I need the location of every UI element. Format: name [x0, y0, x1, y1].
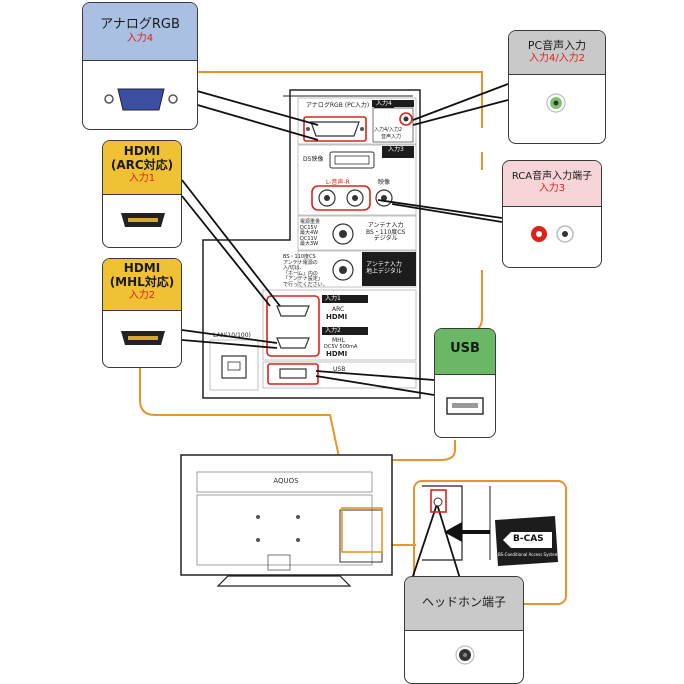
input2-tag: 入力2: [325, 327, 341, 334]
line-usb-2: [315, 375, 435, 396]
antenna-bs-label3: デジタル: [373, 235, 398, 243]
power-label: 電源重畳 DC15V 最大4W DC11V 最大3W: [300, 219, 321, 247]
hdmi-highlight: [266, 295, 320, 357]
tv-brand-label: AQUOS: [273, 477, 299, 485]
line-usb: [315, 370, 435, 381]
card-rca-audio: RCA音声入力端子 入力3: [502, 160, 602, 268]
lan-label: LAN(10/100): [213, 332, 251, 339]
usb-port-icon: [279, 368, 307, 379]
card-hdmi-mhl: HDMI (MHL対応) 入力2: [102, 258, 182, 368]
video-label: 映像: [378, 179, 391, 186]
antenna-bs-label: アンテナ入力 BS・110度CS デジタル: [366, 222, 406, 243]
card-analog-rgb: アナログRGB 入力4: [82, 2, 198, 130]
hdmi1-port-icon: [276, 305, 310, 317]
tv-stand: [216, 575, 352, 587]
card-pc-audio-sub: 入力4/入力2: [528, 52, 586, 64]
headphone-zoom-detail: [422, 485, 558, 566]
line-hdmi-mhl-2: [181, 339, 278, 349]
hdmi2-logo: HDMI: [326, 350, 348, 358]
antenna-bs-label2: BS・110度CS: [366, 228, 406, 236]
antenna-terr-label: アンテナ入力 地上デジタル: [366, 261, 402, 275]
usb-highlight: [267, 363, 319, 385]
line-rca: [377, 199, 503, 219]
line-headphone: [409, 503, 438, 586]
card-hdmi-arc: HDMI (ARC対応) 入力1: [102, 140, 182, 248]
antenna-terr-label1: アンテナ入力: [366, 261, 402, 268]
card-usb-title: USB: [450, 341, 480, 356]
mhl-label2: DC5V 500mA: [324, 344, 358, 350]
mini-jack-icon: [546, 93, 566, 113]
input1-tag: 入力1: [325, 295, 341, 302]
antenna-bs-label1: アンテナ入力: [367, 222, 404, 229]
input3-tag: 入力3: [386, 146, 406, 154]
line-headphone-2: [436, 503, 463, 586]
card-usb-header: USB: [435, 329, 495, 375]
bcas-caption: BS-Conditional Access Systems: [498, 552, 561, 557]
card-analog-rgb-title: アナログRGB: [100, 17, 180, 32]
orange-line-left-lower: [139, 365, 351, 509]
card-hdmi-arc-header: HDMI (ARC対応) 入力1: [103, 141, 181, 195]
headphone-jack-icon: [455, 645, 475, 665]
card-rca-audio-title: RCA音声入力端子: [511, 171, 593, 182]
line-hdmi-arc: [181, 179, 281, 307]
mhl-label1: MHL: [332, 337, 346, 344]
arc-label: ARC: [332, 306, 345, 313]
card-rca-audio-header: RCA音声入力端子 入力3: [503, 161, 601, 207]
bcas-label: B-CAS: [513, 534, 544, 544]
rca-label: L-音声-R: [326, 179, 350, 186]
rgb-highlight: [303, 116, 367, 142]
antenna-terr-label2: 地上デジタル: [366, 267, 402, 275]
card-hdmi-arc-title2: (ARC対応): [110, 157, 174, 172]
rca-jacks-icon: [531, 225, 574, 243]
rca-highlight: [311, 185, 371, 211]
card-pc-audio-header: PC音声入力 入力4/入力2: [509, 31, 605, 75]
usb-panel-label: USB: [333, 366, 346, 373]
vga-connector-icon: [104, 88, 178, 111]
line-pc-audio: [412, 83, 509, 121]
orange-line-right-lower: [357, 440, 456, 509]
hdmi2-port-icon: [276, 337, 310, 349]
card-analog-rgb-header: アナログRGB 入力4: [83, 3, 197, 61]
card-pc-audio-title: PC音声入力: [527, 39, 587, 52]
line-hdmi-mhl: [181, 329, 278, 344]
pc-audio-label1: 入力4/入力2: [374, 127, 403, 133]
card-headphone-title: ヘッドホン端子: [421, 595, 506, 609]
hdmi1-logo: HDMI: [326, 313, 348, 321]
card-rca-audio-sub: 入力3: [538, 182, 566, 194]
rgb-port-icon: [310, 121, 360, 137]
orange-line-right-mid: [469, 270, 483, 334]
card-hdmi-arc-sub: 入力1: [128, 172, 156, 184]
lan-port-icon: [221, 355, 247, 379]
card-pc-audio: PC音声入力 入力4/入力2: [508, 30, 606, 144]
rgb-label: アナログRGB (PC入力): [306, 102, 370, 109]
input4-tag: 入力4: [374, 100, 394, 108]
card-headphone: ヘッドホン端子: [404, 576, 524, 684]
card-hdmi-mhl-header: HDMI (MHL対応) 入力2: [103, 259, 181, 311]
d5-label: D5映像: [303, 156, 324, 163]
pc-audio-label2: 音声入力: [381, 134, 402, 140]
usb-port-card-icon: [446, 397, 484, 415]
card-hdmi-mhl-title2: (MHL対応): [109, 274, 175, 289]
hdmi-arc-connector-icon: [121, 213, 165, 227]
line-hdmi-arc-2: [181, 195, 271, 307]
headphone-highlight: [430, 489, 447, 513]
line-pc-audio-2: [412, 99, 509, 126]
card-headphone-header: ヘッドホン端子: [405, 577, 523, 631]
d5-port-icon: [329, 151, 375, 169]
bs-note: BS・110度CS アンテナ電源の 入/切は、 「ホーム」内の 「アンテナ設定」…: [283, 254, 328, 288]
card-hdmi-mhl-title1: HDMI: [123, 261, 161, 275]
card-hdmi-mhl-sub: 入力2: [128, 289, 156, 301]
card-usb: USB: [434, 328, 496, 438]
card-analog-rgb-sub: 入力4: [126, 32, 154, 44]
card-hdmi-arc-title1: HDMI: [123, 144, 161, 158]
tv-back: AQUOS: [180, 454, 393, 587]
line-rca-2: [391, 203, 503, 223]
hdmi-mhl-connector-icon: [121, 331, 165, 345]
